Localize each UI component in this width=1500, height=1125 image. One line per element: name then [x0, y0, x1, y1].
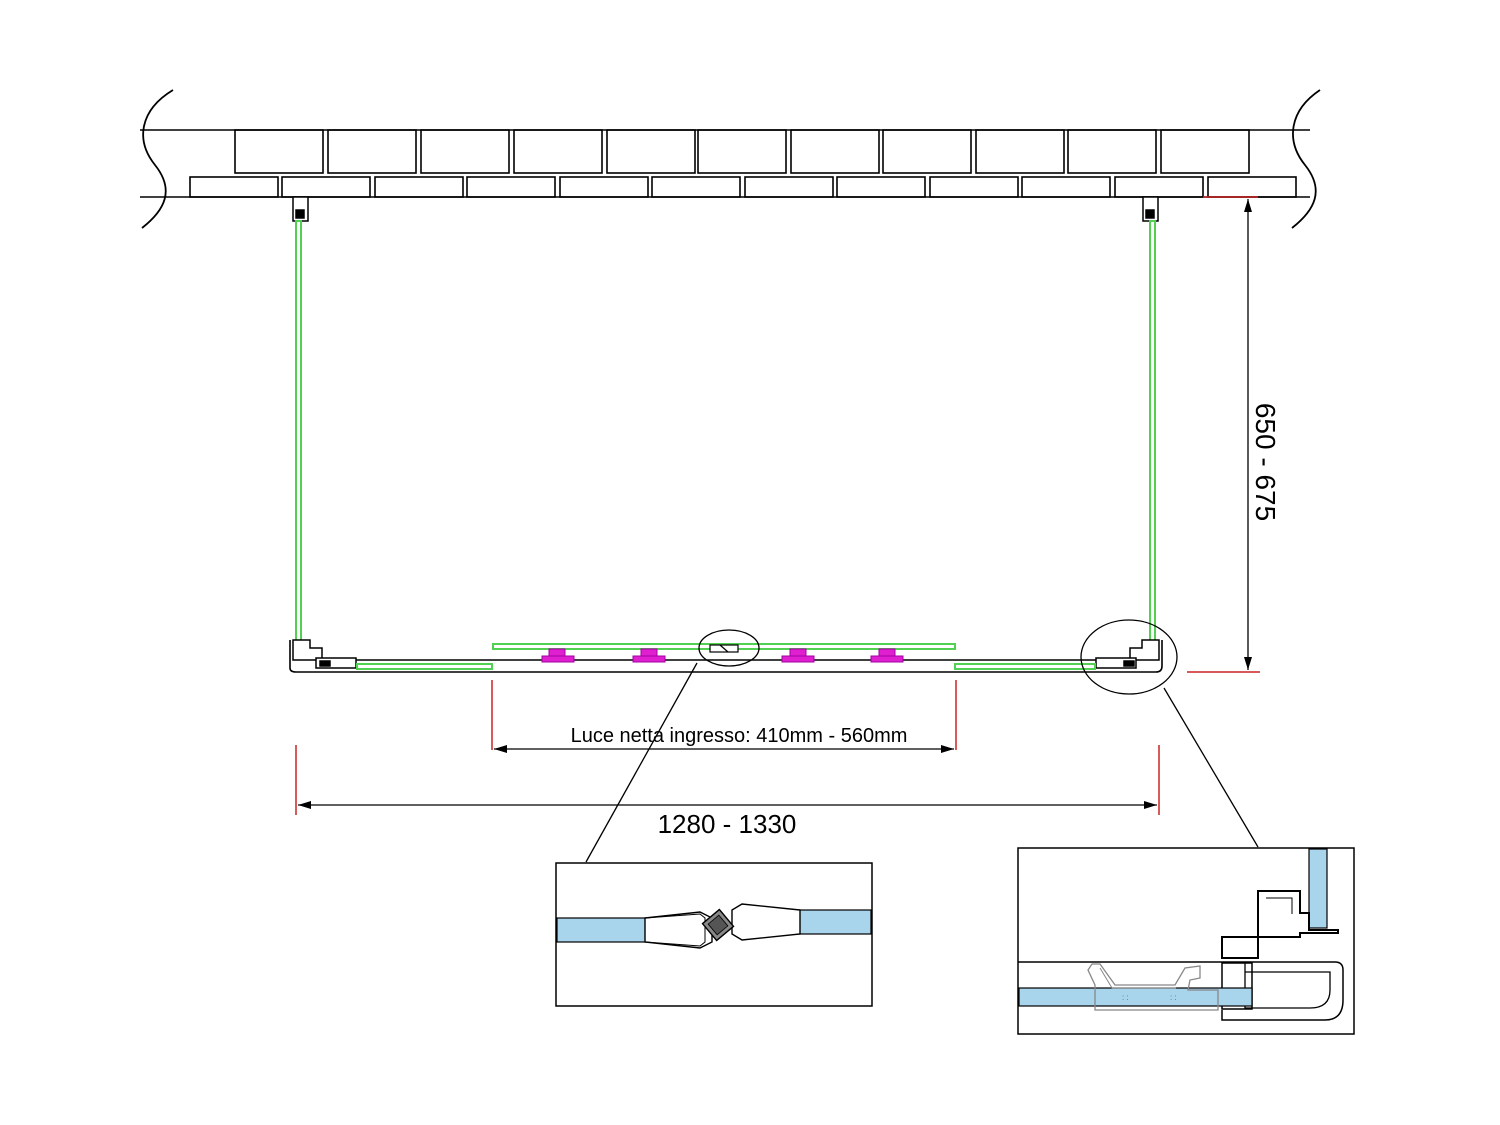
brick-row-bottom [189, 176, 1297, 198]
roller-3 [781, 648, 815, 663]
depth-dimension: 650 - 675 [1187, 196, 1281, 673]
wall-profile-left [292, 196, 309, 222]
wall-profile-right [1142, 196, 1159, 222]
magnetic-seal-detail [555, 862, 873, 1007]
brick-row-top [234, 129, 1250, 174]
width-dimension: 1280 - 1330 [295, 745, 1160, 839]
roller-4 [870, 648, 904, 663]
detail-front-glass [1018, 987, 1253, 1007]
callout-leader-seal [585, 662, 698, 863]
side-glass-right [1149, 220, 1156, 642]
callout-leader-corner [1163, 687, 1259, 848]
corner-profile-right [1095, 639, 1160, 669]
front-track [289, 640, 1163, 673]
door-rollers [541, 648, 904, 663]
wall [140, 89, 1321, 229]
svg-text:: :: : : [1122, 993, 1129, 1002]
width-label: 1280 - 1330 [658, 809, 797, 839]
corner-profile-left [292, 639, 357, 669]
corner-profile-detail: : : : : [1017, 847, 1355, 1035]
depth-label: 650 - 675 [1250, 403, 1281, 521]
svg-text:: :: : : [1170, 993, 1177, 1002]
wall-break-right [1291, 89, 1321, 229]
opening-label: Luce netta ingresso: 410mm - 560mm [571, 725, 908, 747]
fixed-glass-front-left [356, 663, 493, 670]
roller-2 [632, 648, 666, 663]
opening-dimension: Luce netta ingresso: 410mm - 560mm [491, 680, 957, 753]
detail-side-glass [1308, 848, 1328, 929]
side-glass-left [295, 220, 302, 642]
roller-1 [541, 648, 575, 663]
fixed-glass-front-right [954, 663, 1096, 670]
callout-circle-seal [698, 629, 760, 667]
callout-circle-corner [1080, 619, 1178, 695]
magnetic-seal-symbol [709, 644, 739, 653]
wall-break-left [141, 89, 174, 229]
